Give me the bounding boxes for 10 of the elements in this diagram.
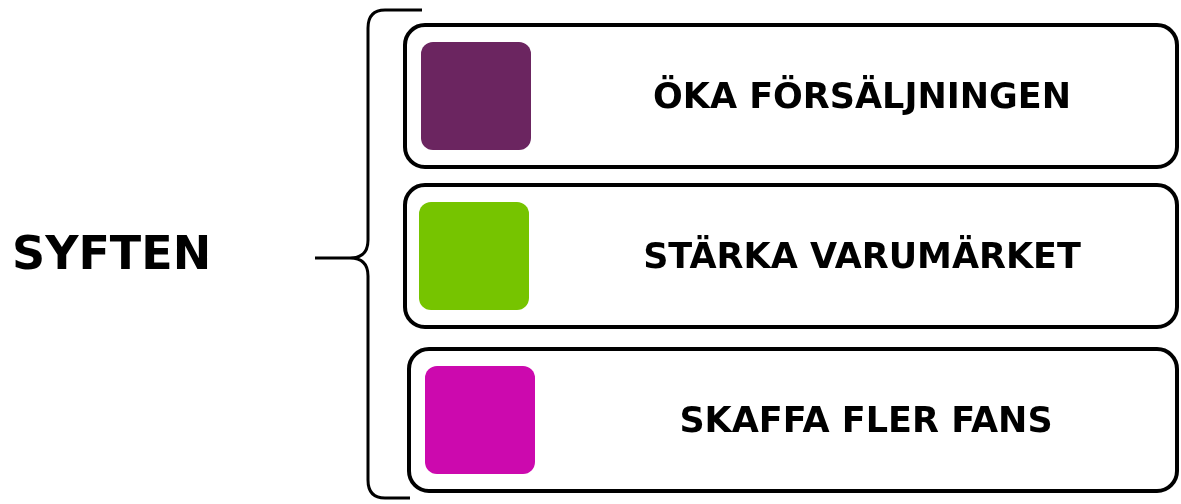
goal-box <box>403 23 1179 169</box>
color-square <box>421 42 531 150</box>
goal-text: ÖKA FÖRSÄLJNINGEN <box>653 76 1071 116</box>
color-square <box>419 202 529 310</box>
goal-box <box>407 347 1179 493</box>
goal-text: STÄRKA VARUMÄRKET <box>643 236 1081 276</box>
heading-text: SYFTEN <box>12 226 212 280</box>
goal-text: SKAFFA FLER FANS <box>679 400 1053 440</box>
goal-box <box>403 183 1179 329</box>
color-square <box>425 366 535 474</box>
